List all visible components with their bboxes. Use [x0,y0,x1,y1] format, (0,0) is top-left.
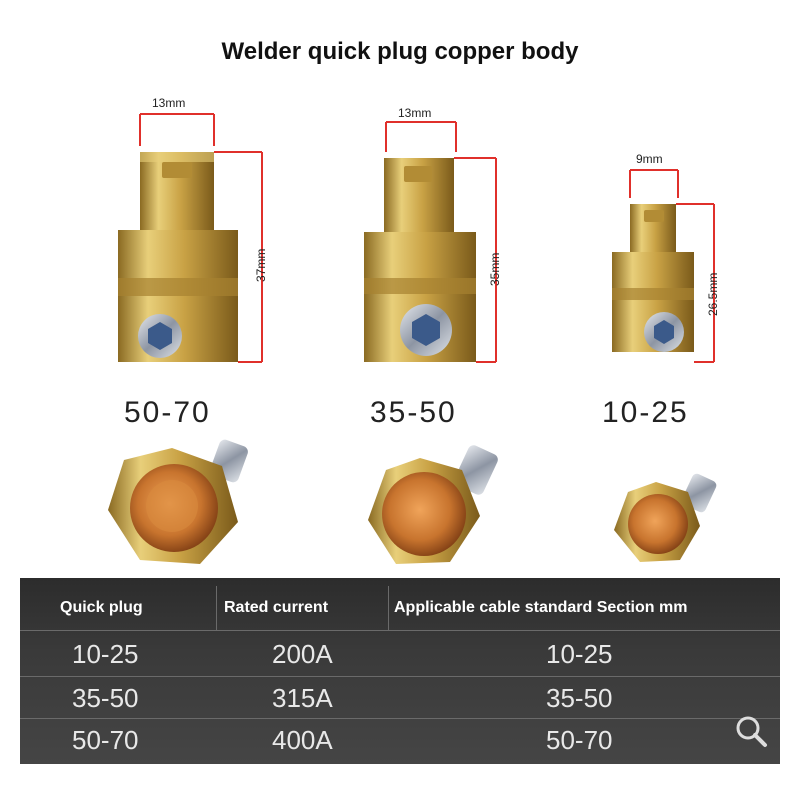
plug-10-25-model-label: 10-25 [602,396,689,429]
cell-quick-plug: 50-70 [72,725,139,755]
row-divider [20,718,780,719]
table-row: 35-50 315A 35-50 [20,676,780,720]
row-divider [20,630,780,631]
search-icon[interactable] [734,714,768,748]
plug-10-25-width-label: 9mm [636,152,663,166]
header-cable-section: Applicable cable standard Section mm [394,599,688,616]
plug-35-50-side-view [364,158,476,362]
cell-rated-current: 315A [272,683,333,713]
plug-10-25-side-view [612,204,694,352]
plug-10-25-front-view [614,473,717,562]
header-rated-current: Rated current [224,599,329,616]
column-divider [216,586,217,630]
cell-cable-section: 50-70 [546,725,613,755]
plug-35-50-front-view [368,445,498,564]
cell-rated-current: 400A [272,725,333,755]
plug-50-70-side-view [118,152,238,362]
table-row: 50-70 400A 50-70 [20,718,780,762]
plug-50-70-height-label: 37mm [254,248,268,282]
product-illustration [108,113,717,564]
cell-cable-section: 35-50 [546,683,613,713]
plug-10-25-dimensions [629,169,715,363]
plug-50-70-dimensions [139,113,263,363]
cell-cable-section: 10-25 [546,639,613,669]
cell-rated-current: 200A [272,639,333,669]
header-quick-plug: Quick plug [60,599,143,616]
plug-35-50-model-label: 35-50 [370,396,457,429]
plug-35-50-height-label: 35mm [488,252,502,286]
plug-35-50-width-label: 13mm [398,106,432,120]
plug-50-70-front-view [108,439,248,564]
plug-10-25-height-label: 26.5mm [706,272,720,316]
page-title: Welder quick plug copper body [221,38,579,65]
cell-quick-plug: 10-25 [72,639,139,669]
column-divider [388,586,389,630]
table-row: 10-25 200A 10-25 [20,632,780,676]
cell-quick-plug: 35-50 [72,683,139,713]
table-header-row: Quick plug Rated current Applicable cabl… [20,586,780,630]
row-divider [20,676,780,677]
plug-35-50-dimensions [385,121,497,363]
spec-table: Quick plug Rated current Applicable cabl… [20,578,780,764]
plug-50-70-model-label: 50-70 [124,396,211,429]
plug-50-70-width-label: 13mm [152,96,186,110]
